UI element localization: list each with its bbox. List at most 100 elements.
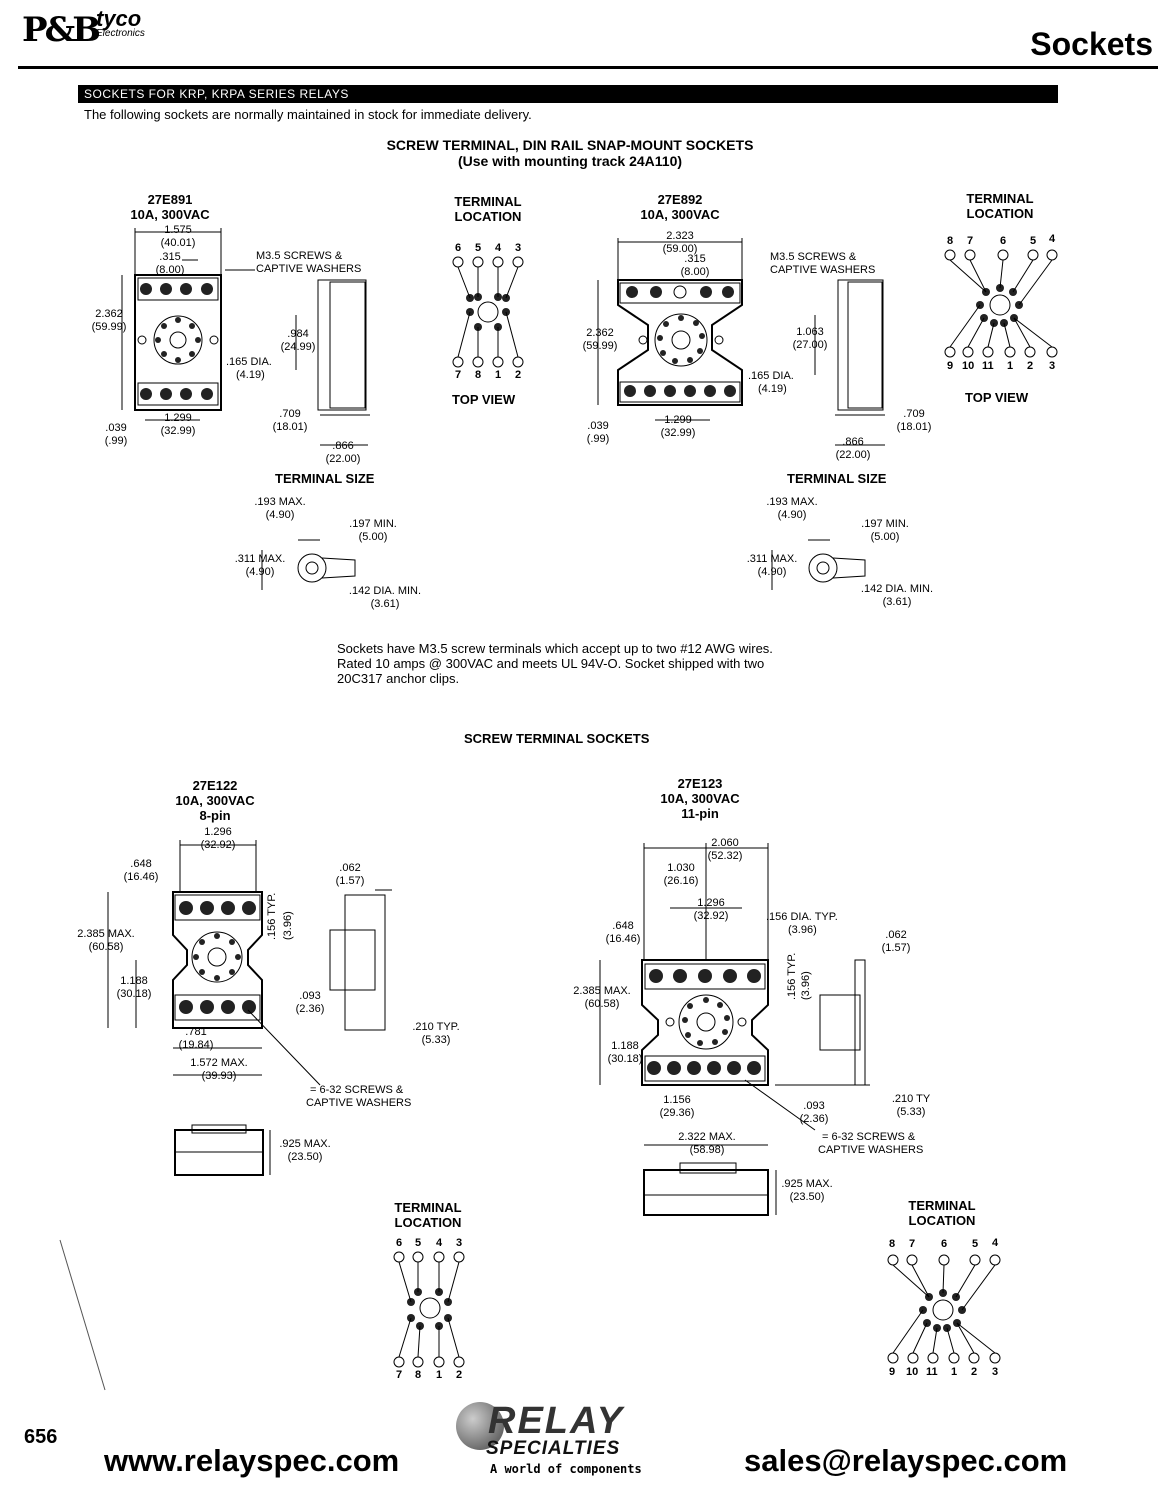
email-link[interactable]: sales@relayspec.com xyxy=(744,1443,1068,1478)
dim-metric: (5.33) xyxy=(421,1034,451,1046)
dim-label: 1.296 (32.92) xyxy=(688,897,734,923)
dim-value: .709 xyxy=(279,408,301,420)
pin-number: 5 xyxy=(972,1238,979,1250)
dim-label: .925 MAX. (23.50) xyxy=(776,1178,838,1204)
pin-number: 5 xyxy=(475,242,482,254)
dim-value: .193 MAX. xyxy=(254,496,306,508)
dim-value: .156 TYP. xyxy=(786,952,798,1000)
terminal-location-8pin-bottom xyxy=(393,1251,465,1368)
dim-value: .709 xyxy=(903,408,925,420)
dim-value: 1.299 xyxy=(664,414,692,426)
dim-metric: (4.19) xyxy=(758,383,787,395)
pin-number: 5 xyxy=(415,1237,422,1249)
dim-value: 1.299 xyxy=(164,412,192,424)
pin-number: 4 xyxy=(992,1237,999,1249)
dim-value: 1.296 xyxy=(204,826,232,838)
dim-label: .156 DIA. TYP. (3.96) xyxy=(766,911,838,937)
terminal-title: TERMINAL xyxy=(966,191,1034,206)
dim-label: .197 MIN. (5.00) xyxy=(852,518,918,544)
dim-value: .165 DIA. xyxy=(226,356,272,368)
pin-number: 5 xyxy=(1030,235,1037,247)
dim-note: M3.5 SCREWS & xyxy=(256,250,343,262)
part-number: 27E892 xyxy=(657,192,703,207)
dim-metric: (2.36) xyxy=(799,1113,829,1125)
pin-number: 6 xyxy=(1000,235,1007,247)
dim-value: .062 xyxy=(339,862,361,874)
dim-value: .648 xyxy=(130,858,152,870)
dim-metric: (3.61) xyxy=(882,596,912,608)
terminal-location-11pin-bottom xyxy=(887,1254,1001,1364)
dim-label: (3.96) xyxy=(800,971,813,1000)
part-rating: 10A, 300VAC xyxy=(175,793,255,808)
dim-label: 1.156 (29.36) xyxy=(654,1094,700,1120)
dim-value: .165 DIA. xyxy=(748,370,794,382)
pin-number: 11 xyxy=(926,1366,938,1378)
dim-value: 1.063 xyxy=(796,326,824,338)
dim-metric: (16.46) xyxy=(605,933,641,945)
pin-number: 3 xyxy=(456,1237,463,1249)
terminal-title: TERMINAL xyxy=(908,1198,976,1213)
section2-title: SCREW TERMINAL SOCKETS xyxy=(464,731,650,746)
website-link[interactable]: www.relayspec.com xyxy=(104,1443,400,1478)
dim-note: CAPTIVE WASHERS xyxy=(256,263,362,275)
dim-label: 1.296 (32.92) xyxy=(185,826,251,852)
dim-label: 2.385 MAX. (60.58) xyxy=(66,928,146,954)
dim-metric: (1.57) xyxy=(881,942,911,954)
dim-value: .984 xyxy=(287,328,309,340)
part-rating: 10A, 300VAC xyxy=(660,791,740,806)
dim-value: 2.362 xyxy=(95,308,123,320)
terminal-title-2: LOCATION xyxy=(454,209,522,224)
intro-text: The following sockets are normally maint… xyxy=(84,107,532,122)
dim-value: .315 xyxy=(684,253,706,265)
dim-metric: (32.99) xyxy=(160,425,196,437)
dim-value: .156 TYP. xyxy=(266,892,278,940)
dim-metric: (22.00) xyxy=(325,453,361,465)
pin-number: 3 xyxy=(515,242,522,254)
dim-metric: (4.90) xyxy=(245,566,275,578)
pin-number: 2 xyxy=(515,369,522,381)
dim-label: .039 (.99) xyxy=(580,420,616,446)
dim-label: .093 (2.36) xyxy=(796,1100,832,1126)
dim-label: .165 DIA. (4.19) xyxy=(226,356,272,382)
dim-metric: (32.92) xyxy=(200,839,236,851)
dim-metric: (3.96) xyxy=(282,911,294,940)
part-rating: 10A, 300VAC xyxy=(130,207,210,222)
dim-value: .093 xyxy=(299,990,321,1002)
dim-note: = 6-32 SCREWS & xyxy=(822,1131,916,1143)
dim-value: 1.188 xyxy=(120,975,148,987)
terminal-location-title: TERMINAL LOCATION xyxy=(950,191,1050,221)
pin-number: 8 xyxy=(947,235,954,247)
terminal-size-title: TERMINAL SIZE xyxy=(787,471,887,486)
part-27e892: 27E892 10A, 300VAC xyxy=(620,192,740,222)
socket-27e891-drawing xyxy=(121,228,370,446)
pin-number: 7 xyxy=(396,1369,403,1381)
pin-number: 3 xyxy=(1049,360,1056,372)
pin-number: 1 xyxy=(1007,360,1014,372)
dim-value: 2.362 xyxy=(586,327,614,339)
pin-number: 9 xyxy=(889,1366,896,1378)
part-number: 27E891 xyxy=(147,192,193,207)
pin-number: 6 xyxy=(455,242,462,254)
dim-value: .210 TY xyxy=(891,1093,931,1105)
part-27e891: 27E891 10A, 300VAC xyxy=(110,192,230,222)
dim-metric: (5.00) xyxy=(358,531,388,543)
dim-metric: (59.99) xyxy=(582,340,618,352)
dim-label: 1.299 (32.99) xyxy=(150,412,206,438)
pin-number: 7 xyxy=(967,235,974,247)
terminal-title: TERMINAL xyxy=(394,1200,462,1215)
terminal-title-2: LOCATION xyxy=(966,206,1034,221)
dim-metric: (1.57) xyxy=(335,875,365,887)
dim-metric: (4.90) xyxy=(265,509,295,521)
dim-label: .142 DIA. MIN. (3.61) xyxy=(852,583,942,609)
dim-label: 1.575 (40.01) xyxy=(135,224,221,250)
dim-metric: (59.00) xyxy=(662,243,698,255)
dim-metric: (5.00) xyxy=(870,531,900,543)
dim-value: .781 xyxy=(185,1026,207,1038)
part-rating: 10A, 300VAC xyxy=(640,207,720,222)
dim-label: .210 TYP. (5.33) xyxy=(408,1021,464,1047)
pin-number: 8 xyxy=(475,369,482,381)
dim-label: .709 (18.01) xyxy=(268,408,312,434)
logo-line1: RELAY xyxy=(488,1400,624,1442)
brand-logo: P&B xyxy=(22,10,101,52)
dim-metric: (60.58) xyxy=(88,941,124,953)
